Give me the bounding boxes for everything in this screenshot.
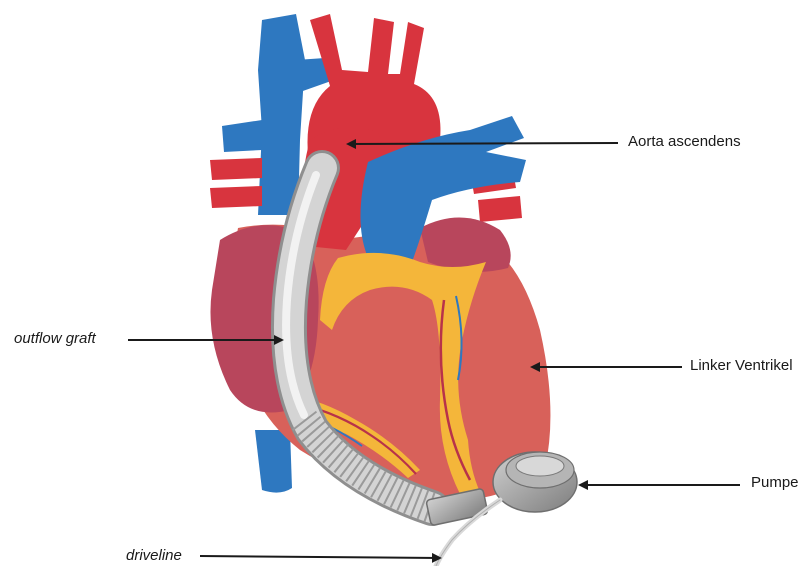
label-driveline: driveline <box>126 547 182 565</box>
pump <box>493 452 577 512</box>
arrow-driveline <box>200 556 440 558</box>
pulmonary-veins-left <box>222 120 262 152</box>
label-linker-ventrikel: Linker Ventrikel <box>690 357 793 375</box>
label-aorta-ascendens: Aorta ascendens <box>628 133 741 151</box>
label-pumpe: Pumpe <box>751 474 799 492</box>
pulmonary-arteries-left <box>210 158 262 208</box>
inferior-vena-cava <box>255 430 292 493</box>
arrow-aorta <box>348 143 618 144</box>
label-outflow-graft: outflow graft <box>14 330 96 348</box>
left-atrium <box>420 217 511 271</box>
